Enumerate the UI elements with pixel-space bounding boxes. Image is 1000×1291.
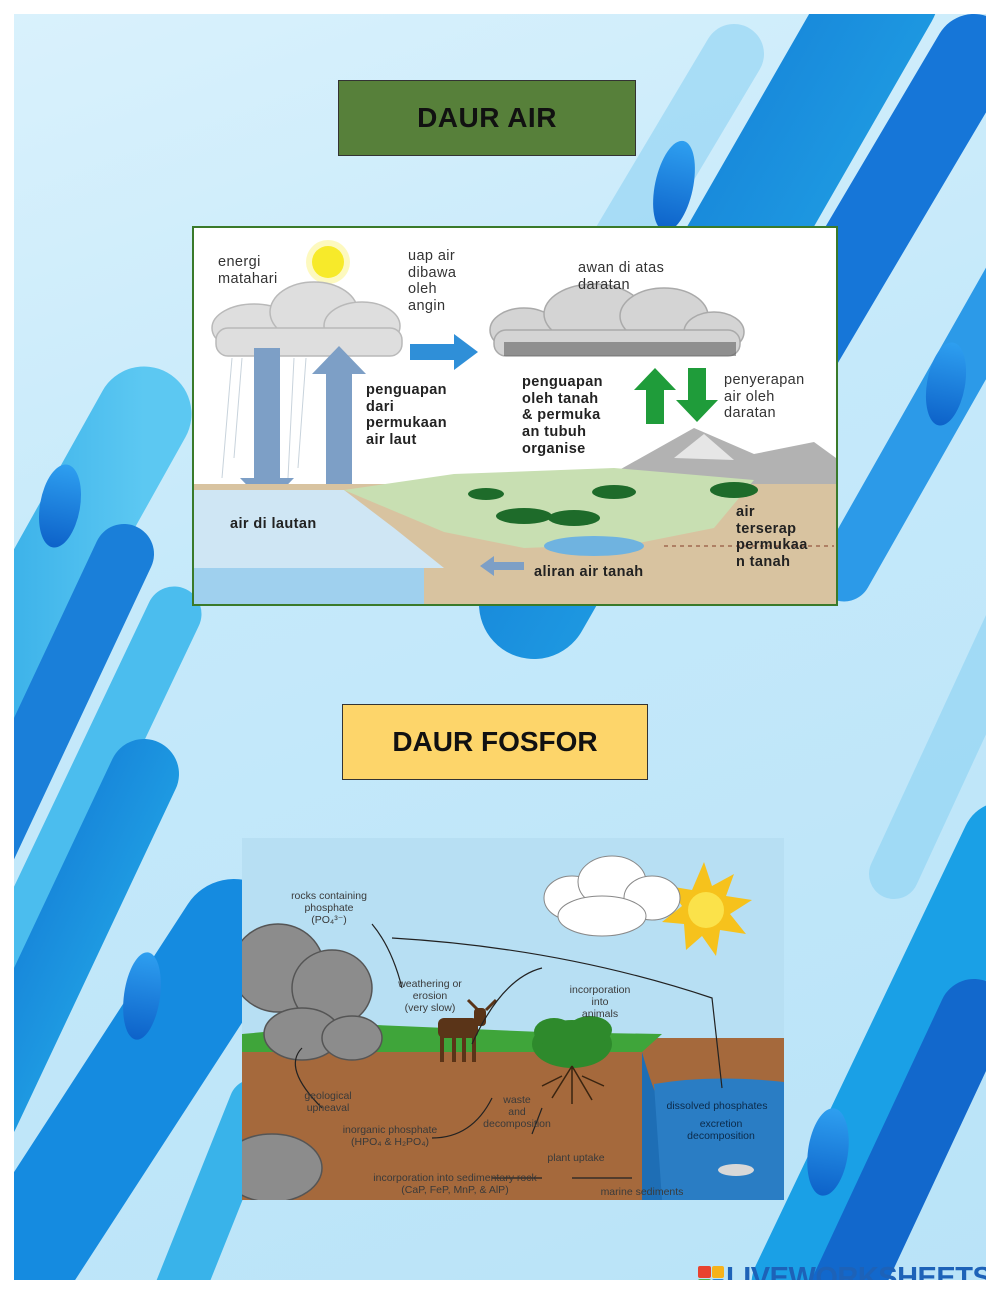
label-excretion-decomposition: excretion decomposition: [687, 1118, 755, 1143]
label-air-lautan: air di lautan: [230, 516, 317, 532]
water-cycle-diagram: energi matahari uap air dibawa oleh angi…: [192, 226, 838, 606]
label-rocks-phosphate: rocks containing phosphate (PO₄³⁻): [291, 890, 367, 927]
label-penguapan-tanah: penguapan oleh tanah & permuka an tubuh …: [522, 374, 603, 457]
water-cycle-title: DAUR AIR: [338, 80, 636, 156]
label-sedimentary-rock: incorporation into sedimentary rock (CaP…: [373, 1172, 537, 1197]
label-penyerapan: penyerapan air oleh daratan: [724, 372, 805, 422]
label-marine-sediments: marine sediments: [600, 1186, 684, 1198]
cloud-icon: [543, 855, 681, 937]
phosphorus-cycle-diagram: rocks containing phosphate (PO₄³⁻) weath…: [242, 838, 784, 1200]
label-plant-uptake: plant uptake: [547, 1152, 605, 1164]
label-dissolved-phosphates: dissolved phosphates: [666, 1100, 768, 1112]
sun-icon: [662, 862, 752, 956]
label-energi-matahari: energi matahari: [218, 254, 278, 287]
label-uap-air: uap air dibawa oleh angin: [408, 248, 457, 315]
plant-icon: [532, 1016, 612, 1068]
label-aliran-air-tanah: aliran air tanah: [534, 564, 644, 580]
phosphorus-cycle-title: DAUR FOSFOR: [342, 704, 648, 780]
label-geological-upheaval: geological upheaval: [304, 1090, 352, 1115]
worksheet-page: DAUR AIR: [14, 14, 986, 1280]
label-waste-decomposition: waste and decomposition: [483, 1094, 551, 1131]
liveworksheets-logo-icon: [698, 1265, 724, 1280]
label-incorporation-animals: incorporation into animals: [569, 984, 631, 1021]
water-cycle-illustration: [194, 228, 836, 604]
fish-icon: [718, 1164, 754, 1176]
liveworksheets-logo: LIVEWORKSHEETS: [698, 1262, 986, 1280]
label-awan: awan di atas daratan: [578, 260, 665, 293]
label-penguapan-laut: penguapan dari permukaan air laut: [366, 382, 447, 449]
label-weathering: weathering or erosion (very slow): [398, 978, 462, 1015]
phosphorus-cycle-illustration: [242, 838, 784, 1200]
background-decoration: [14, 14, 986, 1280]
label-air-terserap: air terserap permukaa n tanah: [736, 504, 808, 571]
logo-text: LIVEWORKSHEETS: [726, 1262, 986, 1280]
label-inorganic-phosphate: inorganic phosphate (HPO₄ & H₂PO₄): [342, 1124, 438, 1149]
sun-icon: [312, 246, 344, 278]
